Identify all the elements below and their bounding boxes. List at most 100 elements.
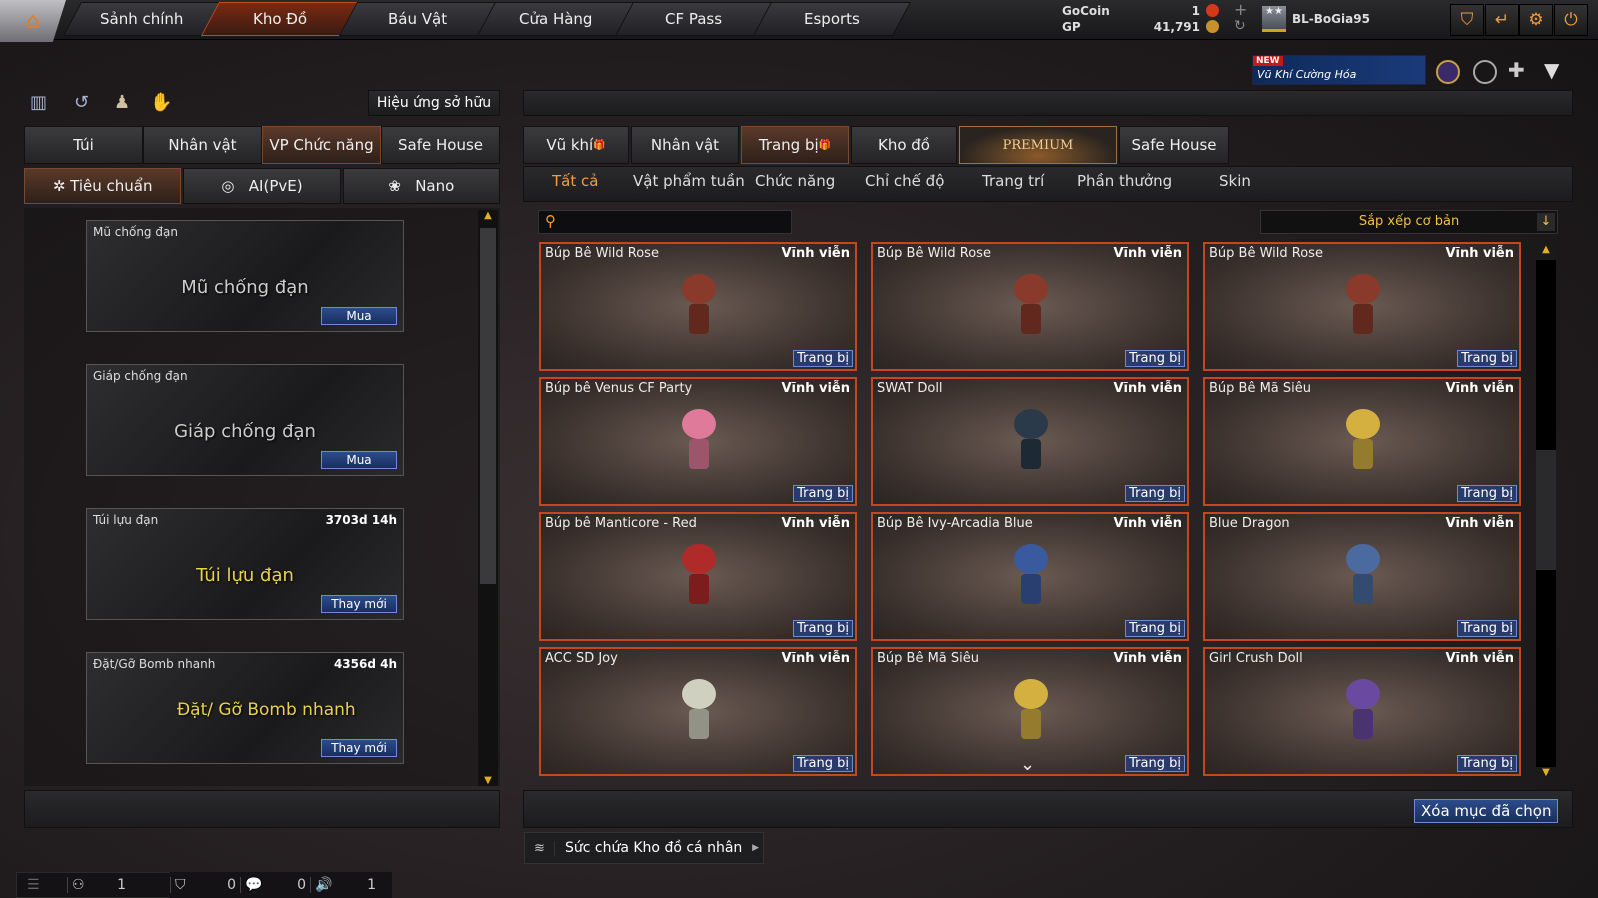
- equip-button[interactable]: Trang bị: [793, 755, 853, 772]
- promo-banner[interactable]: NEW Vũ Khí Cường Hóa: [1252, 55, 1426, 85]
- subtab-decor[interactable]: Trang trí: [982, 172, 1045, 190]
- capacity-button[interactable]: ≋ Sức chứa Kho đồ cá nhân ▶: [524, 832, 764, 864]
- inventory-item[interactable]: Blue Dragon Vĩnh viễn Trang bị: [1203, 512, 1521, 641]
- tab-safehouse[interactable]: Safe House: [381, 126, 500, 164]
- equip-button[interactable]: Trang bị: [1457, 485, 1517, 502]
- clan-button[interactable]: ⛉: [1450, 4, 1484, 36]
- clan-count: 0: [227, 877, 236, 893]
- equip-button[interactable]: Trang bị: [793, 485, 853, 502]
- tab-premium[interactable]: PREMIUM: [959, 126, 1117, 164]
- inventory-item[interactable]: Búp bê Manticore - Red Vĩnh viễn Trang b…: [539, 512, 857, 641]
- v-logo-icon[interactable]: ▼: [1544, 58, 1560, 82]
- tools-icon[interactable]: ✚: [1508, 58, 1525, 82]
- renew-button[interactable]: Thay mới: [321, 739, 397, 757]
- equip-button[interactable]: Trang bị: [1457, 350, 1517, 367]
- menu-icon[interactable]: ☰: [27, 877, 40, 893]
- subtab-weekly[interactable]: Vật phẩm tuần: [633, 172, 745, 190]
- history-icon[interactable]: ↺: [74, 92, 90, 113]
- gp-value: 41,791: [1153, 20, 1200, 34]
- tab-character[interactable]: Nhân vật: [143, 126, 262, 164]
- snowflake-icon: ✲: [52, 177, 71, 195]
- scroll-down-icon[interactable]: ▼: [484, 775, 492, 786]
- delete-selected-button[interactable]: Xóa mục đã chọn: [1414, 799, 1559, 823]
- equip-button[interactable]: Trang bị: [793, 350, 853, 367]
- tab-characters[interactable]: Nhân vật: [631, 126, 739, 164]
- subtab-skin[interactable]: Skin: [1219, 172, 1251, 190]
- nav-tab-esports[interactable]: Esports: [752, 2, 912, 36]
- inventory-item[interactable]: Búp Bê Ivy-Arcadia Blue Vĩnh viễn Trang …: [871, 512, 1189, 641]
- nav-tab-shop[interactable]: Cửa Hàng: [476, 2, 636, 36]
- search-input[interactable]: [565, 213, 785, 231]
- item-name: Búp Bê Wild Rose: [1209, 246, 1323, 261]
- equip-button[interactable]: Trang bị: [793, 620, 853, 637]
- scroll-down-icon[interactable]: ▼: [1536, 767, 1556, 778]
- capacity-label: Sức chứa Kho đồ cá nhân: [565, 840, 743, 856]
- inventory-item[interactable]: Búp bê Venus CF Party Vĩnh viễn Trang bị: [539, 377, 857, 506]
- return-button[interactable]: ↵: [1485, 4, 1519, 36]
- equip-button[interactable]: Trang bị: [1457, 755, 1517, 772]
- tab-functional[interactable]: VP Chức năng: [262, 126, 381, 164]
- search-box[interactable]: ⚲: [538, 210, 792, 234]
- subtab-mode[interactable]: Chỉ chế độ: [865, 172, 945, 190]
- subtab-nano[interactable]: ❀ Nano: [342, 168, 500, 204]
- item-card[interactable]: Túi lựu đạn 3703d 14h Túi lựu đạn Thay m…: [86, 508, 404, 620]
- character-icon[interactable]: ♟: [114, 92, 131, 113]
- inventory-item[interactable]: Girl Crush Doll Vĩnh viễn Trang bị: [1203, 647, 1521, 776]
- add-coin-icon[interactable]: +: [1234, 0, 1248, 19]
- scroll-up-icon[interactable]: ▲: [1536, 244, 1556, 260]
- nav-tab-label: CF Pass: [665, 10, 723, 28]
- item-name: Girl Crush Doll: [1209, 651, 1303, 666]
- subtab-rewards[interactable]: Phần thưởng: [1077, 172, 1173, 190]
- item-card[interactable]: Giáp chống đạn Giáp chống đạn Mua: [86, 364, 404, 476]
- refresh-icon[interactable]: ↻: [1234, 18, 1246, 34]
- tab-weapons[interactable]: Vũ khí🎁: [523, 126, 629, 164]
- item-duration: Vĩnh viễn: [1113, 516, 1182, 531]
- item-card[interactable]: Mũ chống đạn Mũ chống đạn Mua: [86, 220, 404, 332]
- event-icon-v[interactable]: [1436, 60, 1460, 84]
- inventory-item[interactable]: Búp Bê Wild Rose Vĩnh viễn Trang bị: [1203, 242, 1521, 371]
- inventory-item[interactable]: ACC SD Joy Vĩnh viễn Trang bị: [539, 647, 857, 776]
- power-button[interactable]: ⏻: [1554, 4, 1588, 36]
- buy-button[interactable]: Mua: [321, 307, 397, 325]
- nav-tab-cfpass[interactable]: CF Pass: [614, 2, 774, 36]
- subtab-all[interactable]: Tất cả: [552, 172, 599, 190]
- tab-storage[interactable]: Kho đồ: [851, 126, 957, 164]
- inventory-item[interactable]: SWAT Doll Vĩnh viễn Trang bị: [871, 377, 1189, 506]
- tab-equipment[interactable]: Trang bị🎁: [741, 126, 849, 164]
- subtab-ai-pve[interactable]: ◎ AI(PvE): [183, 168, 341, 204]
- equip-button[interactable]: Trang bị: [1125, 350, 1185, 367]
- inventory-item[interactable]: Búp Bê Wild Rose Vĩnh viễn Trang bị: [871, 242, 1189, 371]
- item-card[interactable]: Đặt/Gỡ Bomb nhanh 4356d 4h Đặt/ Gỡ Bomb …: [86, 652, 404, 764]
- nav-tab-treasure[interactable]: Báu Vật: [338, 2, 498, 36]
- buy-button[interactable]: Mua: [321, 451, 397, 469]
- tab-safe-house[interactable]: Safe House: [1119, 126, 1229, 164]
- nav-tab-inventory[interactable]: Kho Đồ: [200, 2, 360, 36]
- tab-bag[interactable]: Túi: [24, 126, 143, 164]
- party-status: ⚇ 1: [67, 877, 129, 893]
- inventory-item[interactable]: Búp Bê Wild Rose Vĩnh viễn Trang bị: [539, 242, 857, 371]
- gift-icon[interactable]: ▥: [30, 92, 48, 113]
- nav-tab-lobby[interactable]: Sảnh chính: [62, 2, 222, 36]
- item-duration: Vĩnh viễn: [781, 381, 850, 396]
- crosshair-icon[interactable]: [1473, 60, 1497, 84]
- equip-button[interactable]: Trang bị: [1125, 755, 1185, 772]
- equip-button[interactable]: Trang bị: [1125, 620, 1185, 637]
- renew-button[interactable]: Thay mới: [321, 595, 397, 613]
- right-scrollbar[interactable]: ▲ ▼: [1536, 244, 1556, 778]
- left-scrollbar[interactable]: ▲ ▼: [478, 210, 498, 786]
- inventory-item[interactable]: Búp Bê Mã Siêu Vĩnh viễn Trang bị: [871, 647, 1189, 776]
- scroll-thumb[interactable]: [1536, 450, 1556, 570]
- expand-chevron-icon[interactable]: ⌄: [1020, 754, 1036, 775]
- glove-icon[interactable]: ✋: [150, 92, 173, 113]
- inventory-item[interactable]: Búp Bê Mã Siêu Vĩnh viễn Trang bị: [1203, 377, 1521, 506]
- subtab-function[interactable]: Chức năng: [755, 172, 836, 190]
- equip-button[interactable]: Trang bị: [1457, 620, 1517, 637]
- shield-icon: ⛉: [175, 877, 186, 893]
- scroll-up-icon[interactable]: ▲: [484, 210, 492, 221]
- subtab-standard[interactable]: ✲ Tiêu chuẩn: [24, 168, 182, 204]
- ownership-effect-button[interactable]: Hiệu ứng sở hữu: [368, 90, 500, 116]
- settings-button[interactable]: ⚙: [1519, 4, 1553, 36]
- equip-button[interactable]: Trang bị: [1125, 485, 1185, 502]
- scroll-thumb[interactable]: [480, 228, 496, 584]
- sort-dropdown[interactable]: Sắp xếp cơ bản↓: [1260, 210, 1558, 234]
